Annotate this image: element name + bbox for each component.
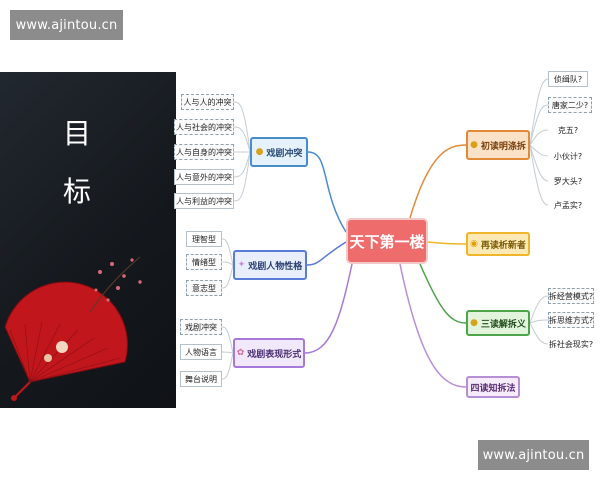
branch-label: 戏剧冲突 [266, 148, 303, 159]
branch-label: 再读析新者 [480, 240, 526, 251]
branch-label: 戏剧表现形式 [247, 349, 302, 360]
leaf-line [529, 144, 549, 206]
fan-ribs [9, 321, 121, 383]
leaf-line [221, 352, 234, 380]
goal-title-char-2: 标 [62, 175, 91, 208]
fan-tassel [15, 381, 31, 397]
leaf-read1-1: 侦缉队? [548, 71, 588, 87]
leaf-conflict-2: 人与社会的冲突 [174, 119, 234, 135]
goal-panel: 目 标 [0, 72, 176, 408]
flower-motif [56, 341, 68, 353]
leaf-line [529, 104, 549, 146]
flower-motif-small [44, 354, 52, 362]
sparkle-icon: ✦ [237, 260, 246, 270]
leaf-line [529, 319, 549, 324]
leaf-line [529, 144, 549, 182]
branch-drama-form: ✿ 戏剧表现形式 [233, 338, 305, 368]
goal-title-char-1: 目 [62, 117, 91, 150]
mindmap-center-node: 天下第一楼 [346, 218, 428, 264]
leaf-form-1: 戏剧冲突 [180, 319, 222, 335]
leaf-read3-3: 拆社会现实? [548, 339, 594, 349]
leaf-character-2: 情绪型 [186, 254, 222, 270]
branch-first-reading: ● 初读明涤拆 [466, 130, 530, 160]
bullet-icon: ● [470, 140, 478, 150]
leaf-form-3: 舞台说明 [180, 371, 222, 387]
leaf-line [221, 351, 234, 354]
leaf-line [529, 322, 549, 345]
leaf-character-1: 理智型 [186, 231, 222, 247]
branch-label: 三读解拆义 [480, 319, 526, 330]
leaf-conflict-1: 人与人的冲突 [181, 94, 234, 110]
leaf-character-3: 意志型 [186, 280, 222, 296]
leaf-line [221, 326, 234, 354]
leaf-line [529, 144, 549, 157]
leaf-conflict-5: 人与利益的冲突 [174, 193, 234, 209]
leaf-line [529, 129, 549, 146]
branch-label: 初读明涤拆 [480, 141, 526, 152]
leaf-read1-6: 卢孟实? [553, 200, 583, 210]
tag-icon: ● [255, 147, 264, 157]
leaf-line [233, 151, 251, 202]
branch-label: 四读知拆法 [470, 383, 516, 394]
leaf-form-2: 人物语言 [180, 344, 222, 360]
leaf-line [529, 295, 549, 324]
red-fan-illustration [4, 256, 142, 401]
leaf-line [233, 151, 251, 178]
branch-character-type: ✦ 戏剧人物性格 [233, 250, 307, 280]
leaf-line [221, 238, 234, 266]
fan-leaf [5, 282, 128, 382]
leaf-read1-4: 小伙计? [553, 151, 583, 161]
leaf-read1-3: 克五? [557, 125, 579, 135]
leaf-read3-1: 拆经营模式? [548, 288, 594, 304]
leaf-read1-5: 罗大头? [553, 176, 583, 186]
leaf-line [529, 78, 549, 146]
connector-character [306, 241, 347, 266]
connector-read3 [419, 263, 467, 324]
connector-conflict [307, 151, 347, 233]
connector-read1 [409, 144, 467, 219]
plum-blossoms [94, 258, 142, 302]
leaf-line [233, 126, 251, 153]
bulb-icon: ◉ [470, 239, 478, 249]
leaf-read1-2: 唐家二少? [548, 97, 592, 113]
branch-label: 戏剧人物性格 [248, 261, 303, 272]
plum-branch [89, 256, 141, 313]
leaf-line [233, 101, 251, 153]
leaf-line [221, 261, 234, 266]
bullet-icon: ● [470, 318, 478, 328]
branch-fourth-reading: 四读知拆法 [466, 376, 520, 398]
watermark-bottom: www.ajintou.cn [478, 440, 589, 470]
connector-read4 [399, 263, 467, 388]
connector-read2 [427, 241, 467, 245]
watermark-top: www.ajintou.cn [10, 10, 123, 40]
leaf-conflict-4: 人与意外的冲突 [174, 169, 234, 185]
flower-icon: ✿ [236, 348, 245, 358]
leaf-line [221, 264, 234, 289]
leaf-conflict-3: 人与自身的冲突 [174, 144, 234, 160]
connector-form [304, 263, 353, 354]
branch-drama-conflict: ● 戏剧冲突 [250, 137, 308, 167]
fan-outline [4, 281, 128, 383]
leaf-read3-2: 拆思维方式? [548, 312, 594, 328]
fan-tassel-knot [11, 395, 17, 401]
branch-third-reading: ● 三读解拆义 [466, 310, 530, 336]
branch-second-reading: ◉ 再读析新者 [466, 232, 530, 256]
